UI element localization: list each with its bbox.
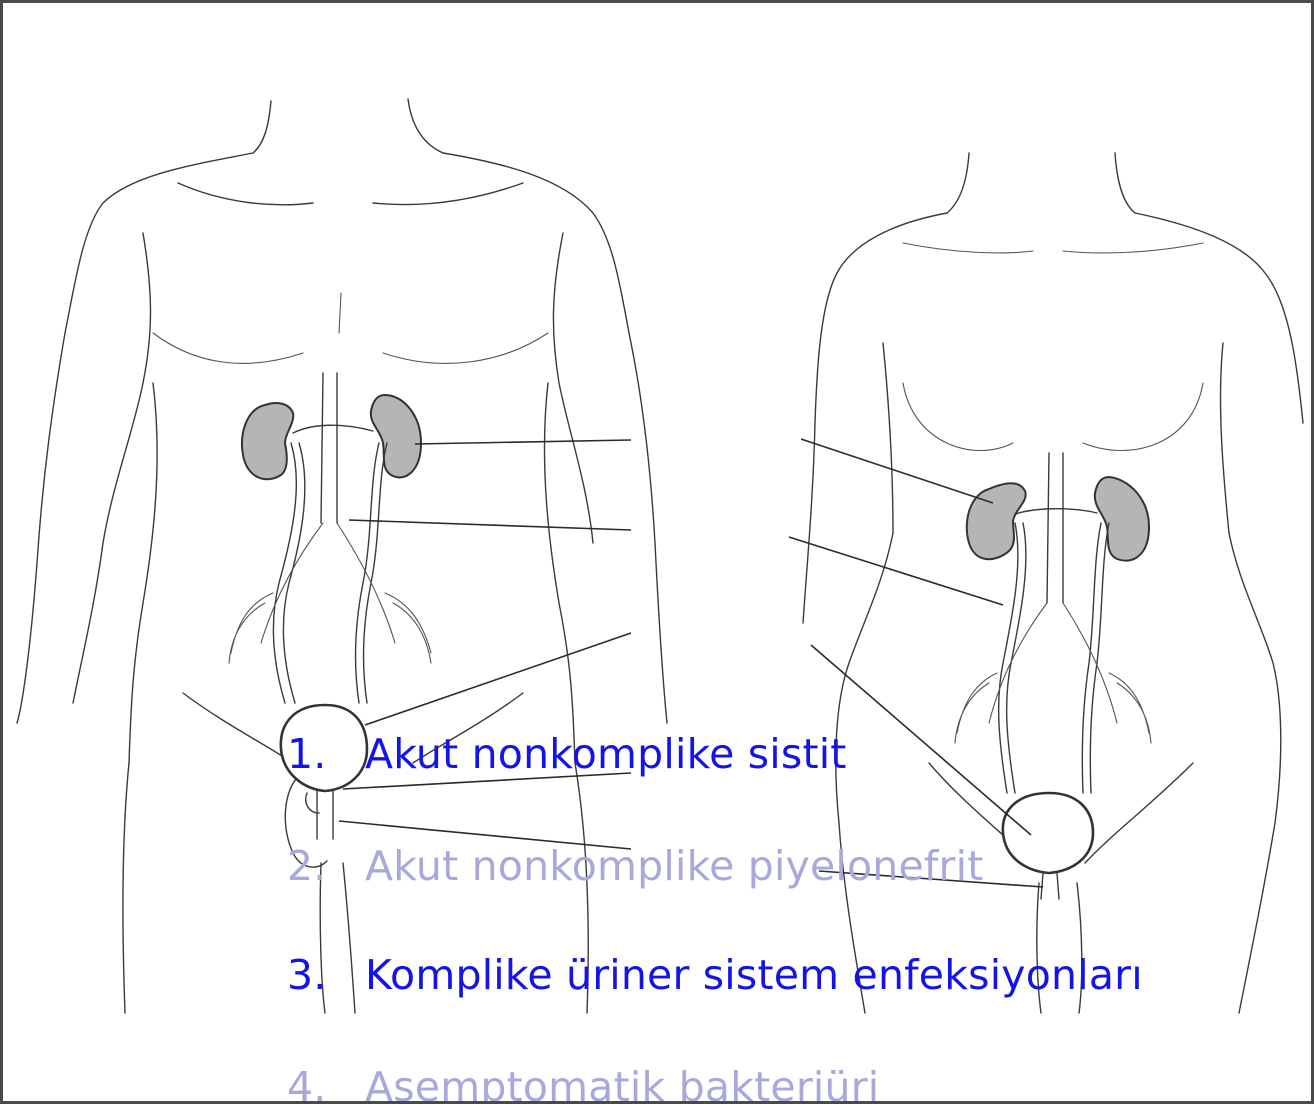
uti-classification-list: 1.Akut nonkomplike sistit 2.Akut nonkomp… xyxy=(3,3,1314,1104)
list-item-label: Akut nonkomplike piyelonefrit xyxy=(365,842,983,890)
list-item-number: 3. xyxy=(287,955,365,996)
list-item-label: Akut nonkomplike sistit xyxy=(365,730,847,778)
list-item: 4.Asemptomatik bakteriüri xyxy=(287,1067,879,1104)
list-item: 3.Komplike üriner sistem enfeksiyonları xyxy=(287,955,1143,996)
list-item-number: 4. xyxy=(287,1067,365,1104)
list-item-label: Asemptomatik bakteriüri xyxy=(365,1063,879,1104)
list-item-label: Komplike üriner sistem enfeksiyonları xyxy=(365,951,1143,999)
list-item: 1.Akut nonkomplike sistit xyxy=(287,734,847,775)
list-item-number: 1. xyxy=(287,734,365,775)
list-item: 2.Akut nonkomplike piyelonefrit xyxy=(287,846,983,887)
list-item-number: 2. xyxy=(287,846,365,887)
